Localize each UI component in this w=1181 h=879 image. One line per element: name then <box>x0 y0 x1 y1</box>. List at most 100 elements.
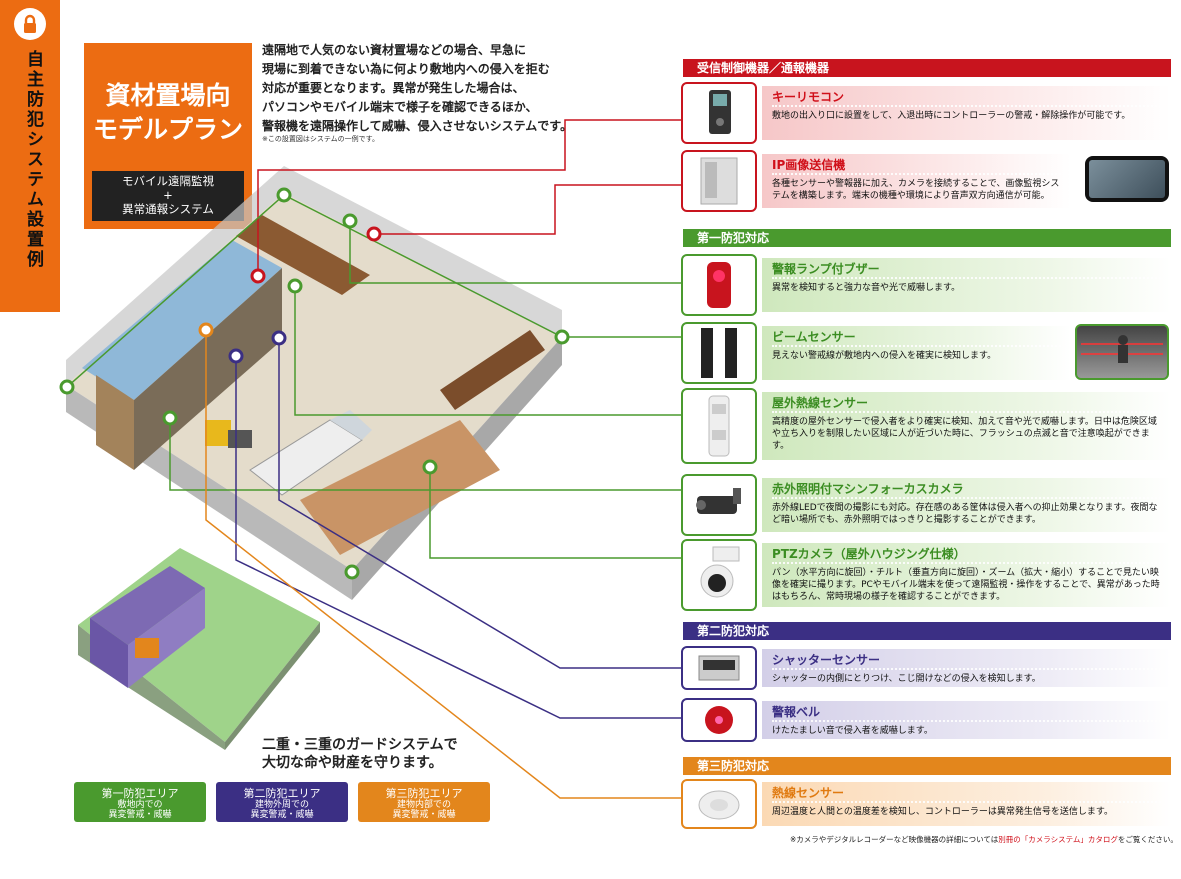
ptz-camera-thumb <box>681 539 757 611</box>
plan-title-line2: モデルプラン <box>92 115 243 144</box>
zone-map-building-front <box>128 588 205 688</box>
divider <box>772 277 1161 279</box>
legend-first-zone: 第一防犯エリア 敷地内での 異変警戒・威嚇 <box>74 782 206 822</box>
divider <box>772 562 1161 564</box>
category-third: 第三防犯対応 <box>683 757 1171 775</box>
divider <box>772 668 1161 670</box>
shutter-sensor-info: シャッターセンサー シャッターの内側にとりつけ、こじ開けなどの侵入を検知します。 <box>762 649 1171 687</box>
plan-title: 資材置場向 モデルプラン <box>84 79 252 147</box>
plan-subtitle: モバイル遠隔監視 + 異常通報システム <box>92 171 244 221</box>
ir-camera-desc: 赤外線LEDで夜間の撮影にも対応。存在感のある筐体は侵入者への抑止効果となります… <box>772 503 1158 525</box>
alarm-lamp-name: 警報ランプ付ブザー <box>772 262 880 276</box>
marker-key-remote <box>250 268 266 284</box>
device-ir-camera: 赤外照明付マシンフォーカスカメラ 赤外線LEDで夜間の撮影にも対応。存在感のある… <box>681 474 1171 536</box>
forklift <box>205 420 231 446</box>
zone-map-edge-right <box>225 622 320 750</box>
line-key-remote <box>257 119 683 276</box>
category-second: 第二防犯対応 <box>683 622 1171 640</box>
legend-third-line2: 異変警戒・威嚇 <box>392 810 456 820</box>
shutter-sensor-thumb <box>681 646 757 690</box>
alarm-lamp-info: 警報ランプ付ブザー 異常を検知すると強力な音や光で威嚇します。 <box>762 258 1171 312</box>
marker-shutter-sensor <box>271 330 287 346</box>
heat-sensor-desc: 周辺温度と人間との温度差を検知し、コントローラーは異常発生信号を送信します。 <box>772 807 1114 817</box>
ip-sender-desc: 各種センサーや警報器に加え、カメラを接続することで、画像監視システムを構築します… <box>772 179 1060 201</box>
intro-text: 遠隔地で人気のない資材置場などの場合、早急に 現場に到着できない為に何より敷地内… <box>262 41 592 136</box>
forklift-cab <box>228 430 252 448</box>
ir-camera-name: 赤外照明付マシンフォーカスカメラ <box>772 482 964 496</box>
heat-sensor-thumb <box>681 779 757 829</box>
divider <box>772 173 1061 175</box>
ip-sender-thumb <box>681 150 757 212</box>
intro-line: 遠隔地で人気のない資材置場などの場合、早急に <box>262 43 527 57</box>
line-ir-camera <box>169 418 681 491</box>
ip-sender-info: IP画像送信機 各種センサーや警報器に加え、カメラを接続することで、画像監視シス… <box>762 154 1071 208</box>
outdoor-ir-info: 屋外熱線センサー 高精度の屋外センサーで侵入者をより確実に検知、加えて音や光で威… <box>762 392 1171 460</box>
fence-back-left <box>66 166 284 385</box>
marker-corner-front <box>344 564 360 580</box>
key-remote-name: キーリモコン <box>772 90 845 104</box>
device-alarm-lamp: 警報ランプ付ブザー 異常を検知すると強力な音や光で威嚇します。 <box>681 254 1171 316</box>
guard-line2: 大切な命や財産を守ります。 <box>262 755 443 771</box>
legend-second-line2: 異変警戒・威嚇 <box>250 810 314 820</box>
marker-corner-right <box>554 329 570 345</box>
legend-second-zone: 第二防犯エリア 建物外周での 異変警戒・威嚇 <box>216 782 348 822</box>
ptz-camera-desc: パン（水平方向に旋回）・チルト（垂直方向に旋回）・ズーム（拡大・縮小）することで… <box>772 568 1160 602</box>
marker-corner-left <box>59 379 75 395</box>
intro-note: ※この設置図はシステムの一例です。 <box>262 135 379 143</box>
alarm-bell-info: 警報ベル けたたましい音で侵入者を威嚇します。 <box>762 701 1171 739</box>
footnote-catalog-link: 別冊の「カメラシステム」カタログ <box>998 835 1118 844</box>
marker-outdoor-ir <box>287 278 303 294</box>
guard-line1: 二重・三重のガードシステムで <box>262 737 458 753</box>
beam-sensor-name: ビームセンサー <box>772 330 856 344</box>
beam-sensor-desc: 見えない警戒線が敷地内への侵入を確実に検知します。 <box>772 351 997 361</box>
legend-first-line2: 異変警戒・威嚇 <box>108 810 172 820</box>
line-ptz-camera <box>429 467 681 559</box>
intro-line: 対応が重要となります。異常が発生した場合は、 <box>262 81 525 95</box>
legend-first-title: 第一防犯エリア <box>101 787 179 800</box>
smartphone-image <box>1085 156 1169 202</box>
intro-line: パソコンやモバイル端末で様子を確認できるほか、 <box>262 100 538 114</box>
ip-sender-name: IP画像送信機 <box>772 158 846 172</box>
footnote-post: をご覧ください。 <box>1117 835 1178 844</box>
fence-back-right <box>284 166 562 337</box>
footnote-pre: ※カメラやデジタルレコーダーなど映像機器の詳細については <box>790 835 999 844</box>
category-receiver: 受信制御機器／通報機器 <box>683 59 1171 77</box>
timber-stack-front <box>300 420 500 555</box>
sidebar-label: 自主防犯システム設置例 <box>23 50 43 270</box>
marker-ip-sender <box>366 226 382 242</box>
alarm-bell-thumb <box>681 698 757 742</box>
alarm-bell-desc: けたたましい音で侵入者を威嚇します。 <box>772 726 933 736</box>
marker-corner-back <box>276 187 292 203</box>
line-beam-sensor <box>66 194 681 388</box>
category-first: 第一防犯対応 <box>683 229 1171 247</box>
timber-stack-back <box>236 215 370 295</box>
line-outdoor-ir <box>294 286 681 416</box>
device-ip-sender: IP画像送信機 各種センサーや警報器に加え、カメラを接続することで、画像監視シス… <box>681 150 1171 212</box>
outdoor-ir-thumb <box>681 388 757 464</box>
line-ip-sender <box>374 184 683 235</box>
line-heat-sensor <box>205 330 681 799</box>
outdoor-ir-name: 屋外熱線センサー <box>772 396 869 410</box>
outdoor-ir-desc: 高精度の屋外センサーで侵入者をより確実に検知、加えて音や光で威嚇します。日中は危… <box>772 417 1157 451</box>
divider <box>772 411 1161 413</box>
beam-sensor-info: ビームセンサー 見えない警戒線が敷地内への侵入を確実に検知します。 <box>762 326 1071 380</box>
divider <box>772 497 1161 499</box>
device-shutter-sensor: シャッターセンサー シャッターの内側にとりつけ、こじ開けなどの侵入を検知します。 <box>681 646 1171 690</box>
marker-alarm-bell <box>228 348 244 364</box>
line-shutter-sensor <box>278 338 681 669</box>
alarm-lamp-thumb <box>681 254 757 316</box>
alarm-lamp-desc: 異常を検知すると強力な音や光で威嚇します。 <box>772 283 961 293</box>
marker-alarm-lamp <box>342 213 358 229</box>
marker-heat-sensor <box>198 322 214 338</box>
plan-subtitle-line1: モバイル遠隔監視 <box>122 174 214 188</box>
zone-map-building-wall <box>90 618 128 688</box>
device-ptz-camera: PTZカメラ（屋外ハウジング仕様） パン（水平方向に旋回）・チルト（垂直方向に旋… <box>681 539 1171 611</box>
divider <box>772 345 1061 347</box>
warehouse-wall <box>96 375 134 470</box>
divider <box>772 105 1161 107</box>
beam-sensor-thumb <box>681 322 757 384</box>
warehouse-roof <box>82 240 282 400</box>
device-outdoor-ir: 屋外熱線センサー 高精度の屋外センサーで侵入者をより確実に検知、加えて音や光で威… <box>681 388 1171 464</box>
divider <box>772 801 1161 803</box>
